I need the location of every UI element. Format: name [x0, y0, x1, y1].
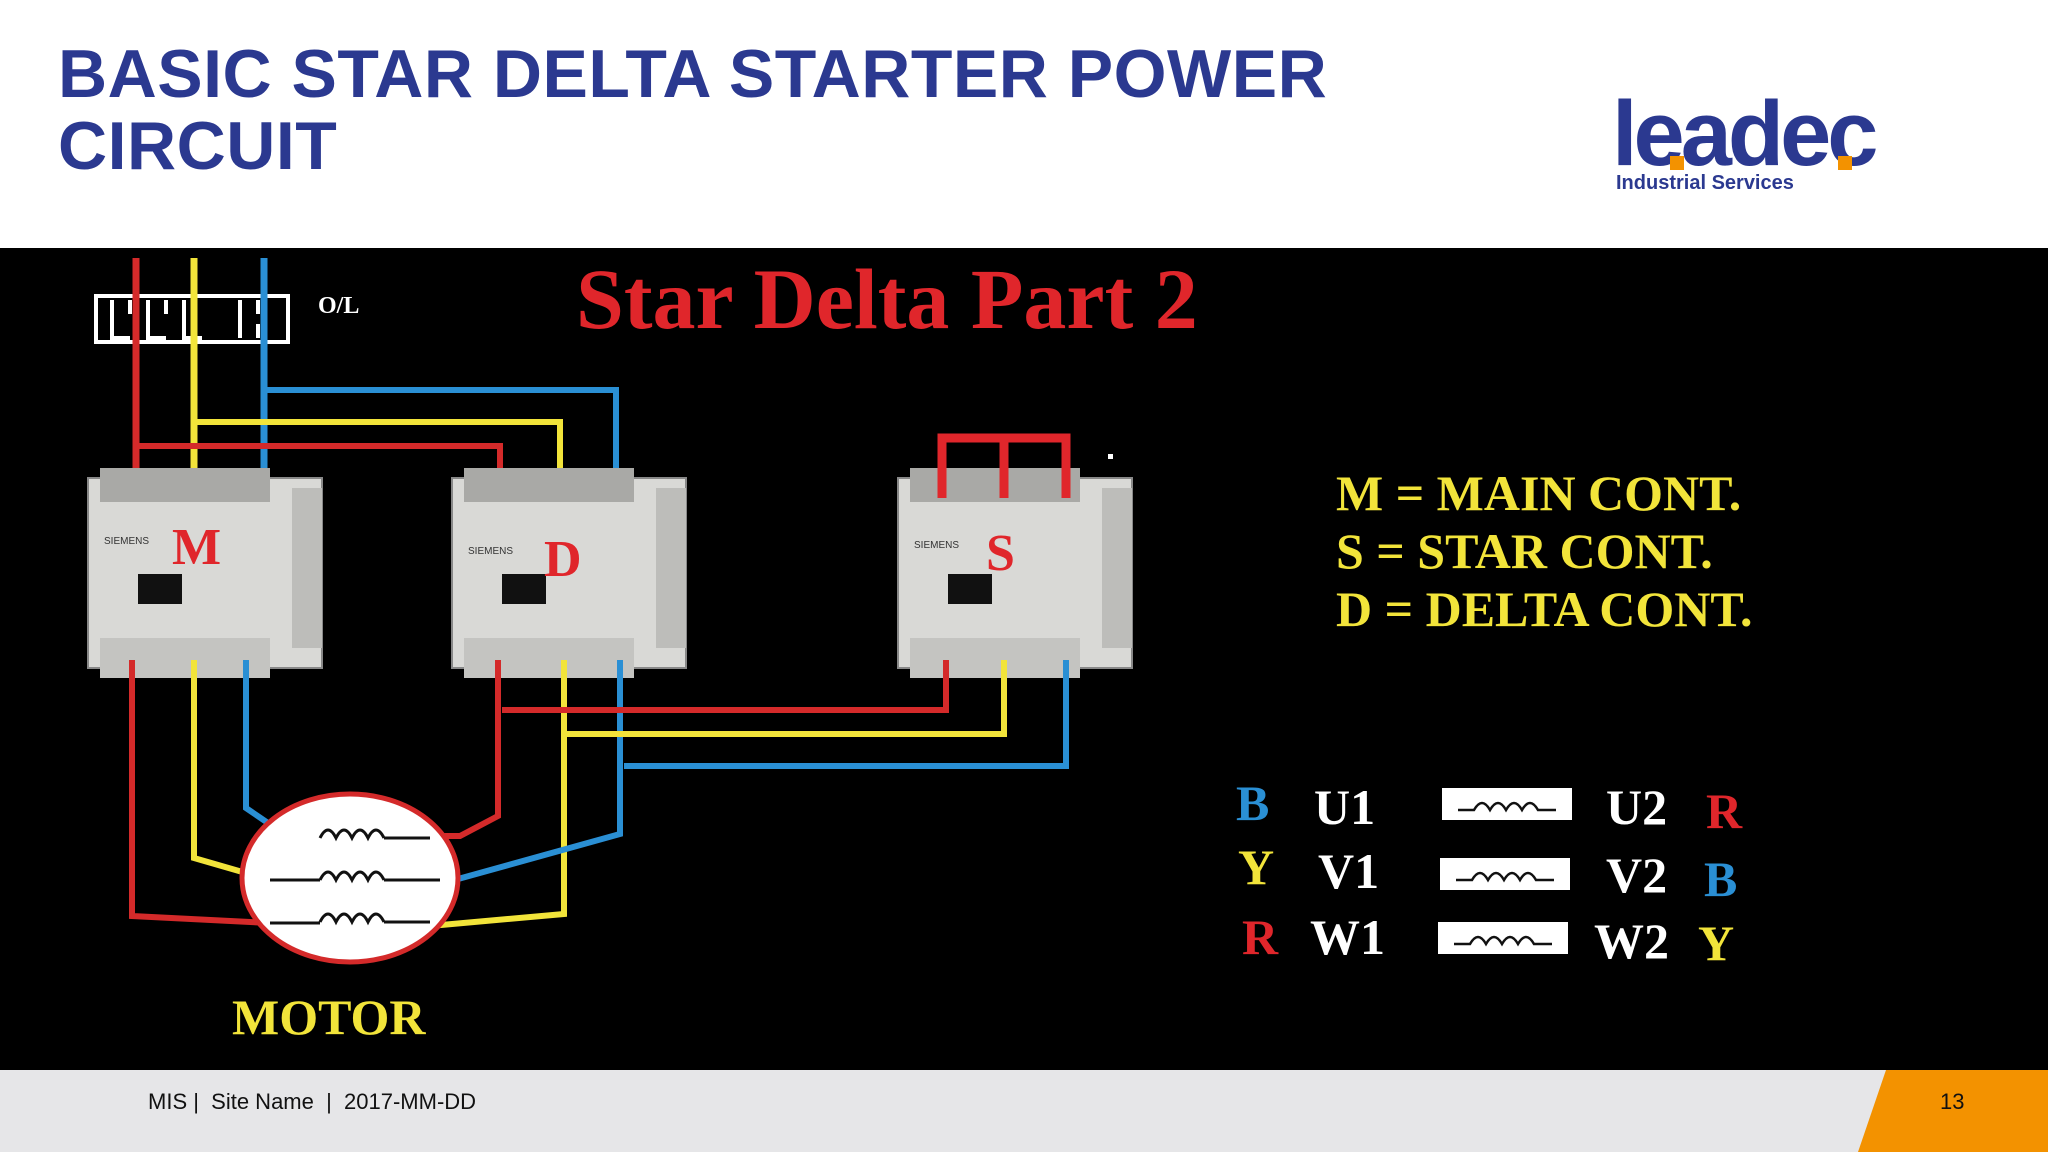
legend-delta: D = DELTA CONT.: [1336, 581, 1753, 637]
winding-u-right: R: [1706, 783, 1743, 839]
slide-title: BASIC STAR DELTA STARTER POWER CIRCUIT: [58, 36, 1328, 184]
contactor-brand-d: SIEMENS: [468, 546, 513, 557]
motor-symbol: [239, 791, 461, 965]
diagram-panel: Star Delta Part 2 O/L SIEMENS M: [0, 248, 2048, 1070]
winding-table: B U1 U2 R Y V1 V2 B R W1 W2 Y: [1236, 775, 1743, 971]
logo-accent-dot-1: [1670, 156, 1684, 170]
page-number-tab: [1858, 1070, 2048, 1152]
contactor-brand-s: SIEMENS: [914, 540, 959, 551]
contactor-d-letter: D: [544, 531, 582, 588]
winding-v-right: B: [1704, 851, 1737, 907]
winding-w-coil-box: [1438, 922, 1568, 954]
star-link-bar: [937, 433, 1071, 498]
winding-w-right: Y: [1698, 915, 1734, 971]
contactor-legend: M = MAIN CONT. S = STAR CONT. D = DELTA …: [1336, 465, 1753, 637]
logo-accent-dot-2: [1838, 156, 1852, 170]
winding-u-start: U1: [1314, 779, 1375, 835]
cross-wires: [502, 660, 1069, 769]
winding-w-left: R: [1242, 909, 1279, 965]
star-dot: [1108, 454, 1113, 459]
winding-v-left: Y: [1238, 839, 1274, 895]
legend-main: M = MAIN CONT.: [1336, 465, 1741, 521]
winding-w-end: W2: [1594, 913, 1669, 969]
winding-u-left: B: [1236, 775, 1269, 831]
contactor-m-letter: M: [172, 519, 221, 576]
footer-bar: [0, 1070, 2048, 1152]
winding-v-start: V1: [1318, 843, 1379, 899]
winding-v-coil-box: [1440, 858, 1570, 890]
winding-v-end: V2: [1606, 847, 1667, 903]
contactor-s-letter: S: [986, 525, 1015, 582]
page-number: 13: [1940, 1089, 1965, 1114]
leadec-logo: leadec Industrial Services: [1612, 88, 1912, 198]
logo-subtitle: Industrial Services: [1616, 172, 1794, 194]
contactor-main: SIEMENS M: [87, 468, 323, 678]
contactor-star: SIEMENS S: [897, 468, 1133, 678]
diagram-heading: Star Delta Part 2: [576, 251, 1198, 347]
contactor-delta: SIEMENS D: [451, 468, 687, 678]
contactor-brand-m: SIEMENS: [104, 536, 149, 547]
winding-u-end: U2: [1606, 779, 1667, 835]
winding-u-coil-box: [1442, 788, 1572, 820]
star-delta-diagram: Star Delta Part 2 O/L SIEMENS M: [87, 251, 1753, 1045]
motor-label: MOTOR: [232, 989, 426, 1045]
legend-star: S = STAR CONT.: [1336, 523, 1713, 579]
logo-wordmark: leadec: [1612, 83, 1878, 185]
winding-w-start: W1: [1310, 909, 1385, 965]
overload-label: O/L: [318, 293, 359, 319]
footer-text: MIS | Site Name | 2017-MM-DD: [148, 1089, 477, 1114]
winding-coil-glyphs: [1454, 801, 1556, 947]
